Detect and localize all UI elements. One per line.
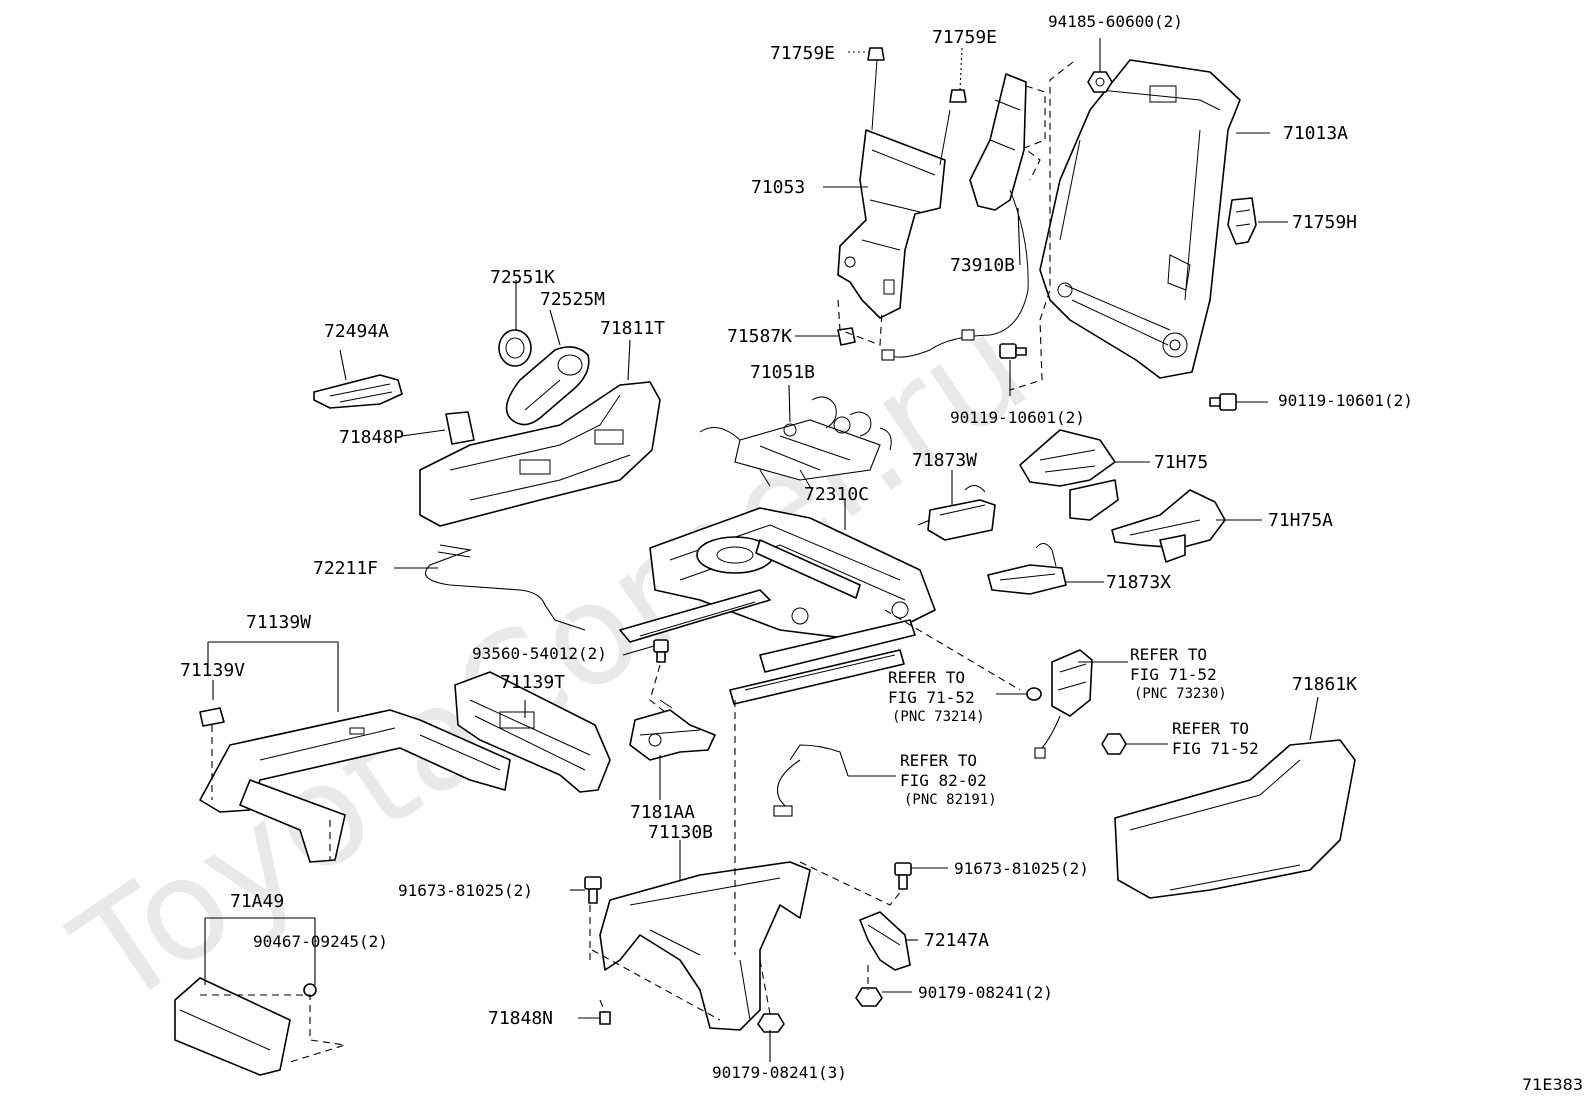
label-71848p: 71848P	[339, 427, 404, 448]
label-71h75a: 71H75A	[1268, 510, 1333, 531]
part-71759h[interactable]	[1227, 197, 1257, 245]
part-71051b[interactable]	[699, 396, 892, 491]
seat-cushion-71861k[interactable]	[1114, 739, 1356, 899]
ref-73230-part[interactable]	[1034, 649, 1093, 759]
ref1-line2: FIG 71-52	[1130, 665, 1217, 684]
ref4-pnc: (PNC 82191)	[904, 792, 997, 808]
ref3-line2: FIG 71-52	[1172, 739, 1259, 758]
label-71759e-a: 71759E	[770, 43, 835, 64]
label-72147a: 72147A	[924, 930, 989, 951]
nut-94185[interactable]	[1087, 71, 1113, 93]
lower-frame-71139w[interactable]	[199, 709, 511, 863]
part-7181aa[interactable]	[629, 699, 716, 761]
ref3-line1: REFER TO	[1172, 719, 1249, 738]
label-71139v: 71139V	[180, 660, 245, 681]
nut-90179-a[interactable]	[855, 987, 883, 1007]
label-71759e-b: 71759E	[932, 27, 997, 48]
part-71873w[interactable]	[917, 485, 996, 541]
label-72551k: 72551K	[490, 267, 555, 288]
label-71130b: 71130B	[648, 822, 713, 843]
bolt-90119-b[interactable]	[1209, 393, 1237, 411]
label-71848n: 71848N	[488, 1008, 553, 1029]
ref2-pnc: (PNC 73214)	[892, 709, 985, 725]
label-71h75: 71H75	[1154, 452, 1208, 473]
label-71013a: 71013A	[1283, 123, 1348, 144]
label-71139w: 71139W	[246, 612, 311, 633]
label-93560: 93560-54012(2)	[472, 644, 607, 663]
bolt-71848n[interactable]	[599, 1011, 611, 1025]
label-71873x: 71873X	[1106, 572, 1171, 593]
ref1-pnc: (PNC 73230)	[1134, 686, 1227, 702]
ref-82191-harness[interactable]	[773, 744, 849, 817]
bolt-91673-a[interactable]	[584, 876, 602, 904]
label-94185: 94185-60600(2)	[1048, 12, 1183, 31]
label-91673-b: 91673-81025(2)	[954, 859, 1089, 878]
ref1-line1: REFER TO	[1130, 645, 1207, 664]
label-90179-b: 90179-08241(3)	[712, 1063, 847, 1082]
label-7181aa: 7181AA	[630, 802, 695, 823]
cap-72551k[interactable]	[498, 329, 532, 367]
label-91673-a: 91673-81025(2)	[398, 881, 533, 900]
part-72147a[interactable]	[859, 911, 911, 971]
label-71587k: 71587K	[727, 326, 792, 347]
ref2-line1: REFER TO	[888, 668, 965, 687]
part-71587k[interactable]	[837, 327, 856, 346]
label-90119-a: 90119-10601(2)	[950, 408, 1085, 427]
label-90119-b: 90119-10601(2)	[1278, 391, 1413, 410]
label-71139t: 71139T	[500, 672, 565, 693]
ref4-line2: FIG 82-02	[900, 771, 987, 790]
bolt-91673-b[interactable]	[894, 862, 912, 890]
part-71h75a[interactable]	[1111, 489, 1226, 563]
part-71130b[interactable]	[599, 861, 811, 1031]
bolt-90119-a[interactable]	[999, 343, 1027, 359]
clip-71759e-b[interactable]	[949, 89, 967, 103]
label-90179-a: 90179-08241(2)	[918, 983, 1053, 1002]
part-71053[interactable]	[837, 59, 951, 319]
cover-71811t[interactable]	[419, 381, 661, 527]
wire-72211f[interactable]	[425, 544, 586, 631]
label-72494a: 72494A	[324, 321, 389, 342]
label-73910b: 73910B	[950, 255, 1015, 276]
seat-track-upper[interactable]	[619, 589, 916, 705]
part-71139v[interactable]	[199, 707, 225, 727]
ref2-line2: FIG 71-52	[888, 688, 975, 707]
clip-71759e-a[interactable]	[867, 47, 885, 61]
ref-73214-washer[interactable]	[1026, 687, 1042, 701]
part-71a49[interactable]	[174, 977, 291, 1076]
label-71a49: 71A49	[230, 891, 284, 912]
label-72310c: 72310C	[804, 484, 869, 505]
label-72211f: 72211F	[313, 558, 378, 579]
label-71873w: 71873W	[912, 450, 977, 471]
label-72525m: 72525M	[540, 289, 605, 310]
label-90467: 90467-09245(2)	[253, 932, 388, 951]
nut-90179-b[interactable]	[757, 1013, 785, 1033]
label-71051b: 71051B	[750, 362, 815, 383]
knob-72525m[interactable]	[505, 346, 590, 426]
part-73910b[interactable]	[881, 73, 1029, 361]
nut-90467[interactable]	[303, 983, 317, 997]
figure-code: 71E383	[1522, 1075, 1583, 1094]
part-71848p[interactable]	[445, 411, 475, 445]
armrest-72494a[interactable]	[313, 374, 403, 409]
label-71861k: 71861K	[1292, 674, 1357, 695]
part-71139t[interactable]	[454, 671, 611, 793]
part-71873x[interactable]	[987, 543, 1067, 595]
label-71811t: 71811T	[600, 318, 665, 339]
part-71h75[interactable]	[1019, 429, 1119, 521]
ref4-line1: REFER TO	[900, 751, 977, 770]
seatback-frame[interactable]	[1039, 59, 1241, 379]
label-71053: 71053	[751, 177, 805, 198]
label-71759h: 71759H	[1292, 212, 1357, 233]
ref-nut[interactable]	[1101, 733, 1127, 755]
